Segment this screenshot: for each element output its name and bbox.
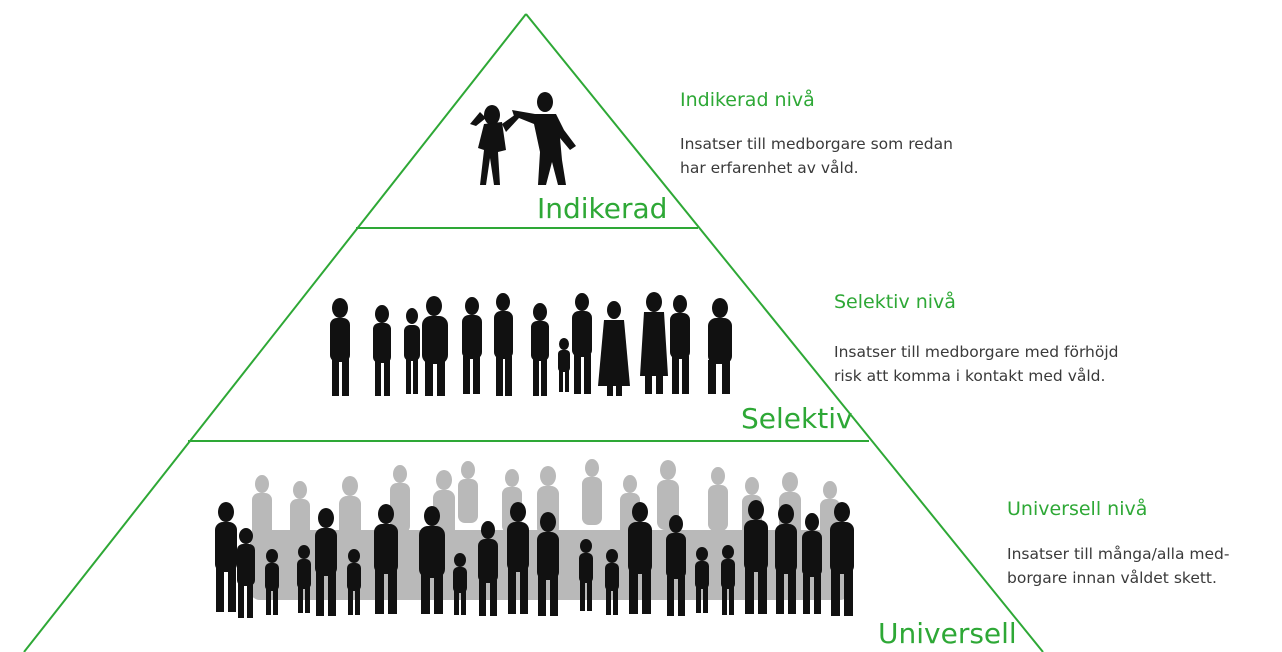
silhouette-person (215, 502, 237, 612)
indikerad-description: Insatser till medborgare som redan har e… (680, 132, 953, 180)
silhouette-person (744, 500, 768, 614)
universell-title: Universell nivå (1007, 498, 1148, 520)
silhouette-person (598, 301, 630, 396)
silhouette-person (666, 515, 686, 616)
selektiv-desc-line-2: risk att komma i kontakt med våld. (834, 367, 1106, 385)
silhouette-person (572, 293, 592, 394)
silhouette-person (537, 512, 559, 616)
silhouette-child (265, 549, 279, 615)
silhouette-person (708, 298, 732, 394)
silhouette-person (802, 513, 822, 614)
tier-label-indikerad: Indikerad (537, 192, 668, 225)
silhouette-person (330, 298, 350, 396)
silhouette-person (628, 502, 652, 614)
indikerad-desc-line-2: har erfarenhet av våld. (680, 159, 859, 177)
silhouette-child (579, 539, 593, 611)
universell-desc-line-1: Insatser till många/alla med- (1007, 545, 1230, 563)
universell-description: Insatser till många/alla med- borgare in… (1007, 542, 1229, 590)
tier-label-universell: Universell (878, 617, 1017, 650)
silhouette-person (775, 504, 797, 614)
selektiv-desc-line-1: Insatser till medborgare med förhöjd (834, 343, 1119, 361)
silhouette-child (297, 545, 311, 613)
pyramid-right-edge (525, 13, 1044, 652)
indikerad-silhouettes (470, 92, 576, 185)
silhouette-aggressor (512, 92, 576, 185)
silhouette-person (507, 502, 529, 614)
silhouette-person (315, 508, 337, 616)
pyramid-left-edge (23, 13, 527, 652)
silhouette-person (478, 521, 498, 616)
silhouette-person (419, 506, 445, 614)
indikerad-title: Indikerad nivå (680, 89, 815, 111)
silhouette-person (373, 305, 391, 396)
silhouette-child (453, 553, 467, 615)
silhouette-child (721, 545, 735, 615)
silhouette-person (531, 303, 549, 396)
pyramid-outline (23, 13, 1044, 652)
silhouette-person (670, 295, 690, 394)
silhouette-person (374, 504, 398, 614)
silhouette-person (237, 528, 255, 618)
indikerad-desc-line-1: Insatser till medborgare som redan (680, 135, 953, 153)
tier-label-selektiv: Selektiv (741, 402, 853, 435)
silhouette-person (422, 296, 448, 396)
selektiv-silhouettes (330, 292, 732, 396)
silhouette-child (347, 549, 361, 615)
silhouette-victim (470, 105, 519, 185)
silhouette-person (494, 293, 513, 396)
silhouette-child (558, 338, 570, 392)
universell-silhouettes-foreground (215, 500, 854, 618)
universell-desc-line-2: borgare innan våldet skett. (1007, 569, 1217, 587)
selektiv-description: Insatser till medborgare med förhöjd ris… (834, 340, 1119, 388)
silhouette-person (640, 292, 668, 394)
silhouette-child (605, 549, 619, 615)
silhouette-child (695, 547, 709, 613)
silhouette-person (404, 308, 420, 394)
silhouette-person (462, 297, 482, 394)
silhouette-person (830, 502, 854, 616)
selektiv-title: Selektiv nivå (834, 291, 956, 313)
